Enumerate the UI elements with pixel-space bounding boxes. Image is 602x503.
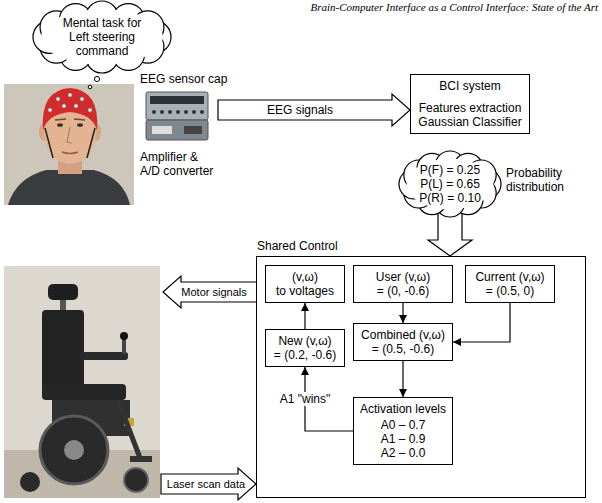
bci-system-box: BCI systemFeatures extraction Gaussian C…: [410, 74, 530, 134]
signal-arrow: [218, 94, 410, 126]
part-label: Amplifier & A/D converter: [140, 150, 217, 178]
user-photo: [87, 128, 95, 158]
node-text: P(F) = 0.25: [420, 163, 480, 177]
wheelchair-photo: [124, 468, 148, 492]
connector-arrow: [453, 303, 510, 342]
user-photo: [88, 108, 92, 112]
node-text: = (0.2, -0.6): [274, 348, 336, 362]
connector-arrow: [304, 303, 305, 329]
amplifier-photo: [184, 126, 202, 134]
node-text: = (0.5, 0): [486, 284, 534, 298]
signal-label: Laser scan data: [167, 478, 245, 491]
node-text: P(L) = 0.65: [420, 177, 480, 191]
wheelchair-photo: [42, 310, 84, 390]
amplifier-photo: [146, 120, 208, 140]
thought-cloud: Mental task for Left steering command: [32, 0, 172, 74]
node-text: A2 – 0.0: [381, 446, 426, 460]
node-text: BCI system: [439, 79, 500, 93]
amplifier-photo: [184, 110, 188, 114]
user-photo: [67, 127, 72, 143]
signal-label: EEG signals: [267, 103, 333, 117]
amplifier-photo: [200, 110, 204, 114]
running-header: Brain-Computer Interface as a Control In…: [256, 1, 598, 14]
user-photo: [8, 170, 130, 205]
node-text: Mental task for Left steering command: [58, 16, 146, 58]
signal-arrow: [161, 468, 256, 500]
current-velocity-box: Current (v,ω)= (0.5, 0): [465, 265, 555, 303]
wheelchair-photo: [118, 400, 140, 458]
node-text: Features extraction Gaussian Classifier: [415, 101, 525, 129]
user-photo: [68, 93, 72, 97]
user-photo: [57, 123, 63, 127]
probability-cloud: P(F) = 0.25P(L) = 0.65P(R) = 0.10: [398, 150, 502, 218]
signal-label: Motor signals: [181, 286, 246, 299]
node-text: to voltages: [276, 284, 334, 298]
combined-velocity-box: Combined (v,ω)= (0.5, -0.6): [353, 323, 453, 361]
amplifier-photo: [146, 92, 208, 120]
wheelchair-photo: [40, 416, 108, 484]
node-text: Current (v,ω): [475, 270, 544, 284]
user-photo: [55, 119, 85, 120]
user-photo: [4, 84, 134, 205]
wheelchair-photo: [20, 472, 40, 492]
thought-bubble: [88, 85, 92, 89]
cloud-fill: [41, 9, 163, 65]
wheelchair-photo: [64, 440, 84, 460]
node-text: Combined (v,ω): [361, 328, 445, 342]
annotation: Probability distribution: [506, 166, 586, 194]
user-photo: [56, 97, 60, 101]
user-command-box: User (v,ω)= (0, -0.6): [353, 265, 453, 303]
cloud-fill: [406, 158, 493, 209]
wheelchair-photo: [120, 332, 128, 340]
wheelchair-photo: [4, 266, 160, 498]
user-photo: [43, 88, 98, 130]
wheelchair-photo: [122, 338, 126, 354]
node-text: P(R) = 0.10: [419, 191, 481, 205]
activation-box: Activation levels A0 – 0.7A1 – 0.9A2 – 0.…: [353, 397, 453, 465]
amplifier-photo: [192, 110, 196, 114]
thought-bubble: [94, 76, 99, 81]
amplifier-photo: [160, 110, 164, 114]
amplifier-photo: [168, 110, 172, 114]
node-text: User (v,ω): [376, 270, 430, 284]
amplifier-photo: [176, 110, 180, 114]
amplifier-photo: [152, 110, 156, 114]
block-arrow: [428, 212, 472, 256]
user-photo: [45, 128, 53, 158]
node-text: Activation levels: [360, 402, 446, 416]
new-velocity-box: New (v,ω)= (0.2, -0.6): [265, 329, 345, 367]
node-text: New (v,ω): [278, 334, 331, 348]
user-photo: [62, 152, 78, 154]
node-text: A1 – 0.9: [381, 432, 426, 446]
node-text: A0 – 0.7: [381, 418, 426, 432]
edge-label: A1 "wins": [278, 392, 333, 406]
user-photo: [77, 123, 83, 127]
shared-control-panel: (v,ω)to voltagesUser (v,ω)= (0, -0.6)Cur…: [256, 256, 586, 498]
wheelchair-photo: [48, 284, 78, 300]
wheelchair-photo: [42, 384, 126, 400]
part-label: EEG sensor cap: [140, 72, 227, 86]
panel-heading: Shared Control: [257, 239, 338, 253]
thought-bubble: [88, 76, 99, 88]
user-photo: [74, 104, 78, 108]
node-text: (v,ω): [292, 270, 318, 284]
wheelchair-photo: [80, 352, 128, 360]
connector-arrow: [402, 361, 403, 397]
wheelchair-photo: [4, 266, 160, 498]
connector-arrow: [402, 303, 403, 323]
signal-arrow: [163, 276, 256, 308]
amplifier-photo: [146, 92, 208, 140]
user-photo: [80, 97, 84, 101]
amplifier-photo: [152, 126, 172, 134]
user-photo: [48, 108, 52, 112]
amplifier-photo: [150, 96, 204, 104]
node-text: = (0.5, -0.6): [372, 342, 434, 356]
wheelchair-photo: [130, 456, 152, 462]
node-text: = (0, -0.6): [377, 284, 429, 298]
user-photo: [4, 84, 134, 205]
voltage-box: (v,ω)to voltages: [265, 265, 345, 303]
user-photo: [62, 104, 66, 108]
